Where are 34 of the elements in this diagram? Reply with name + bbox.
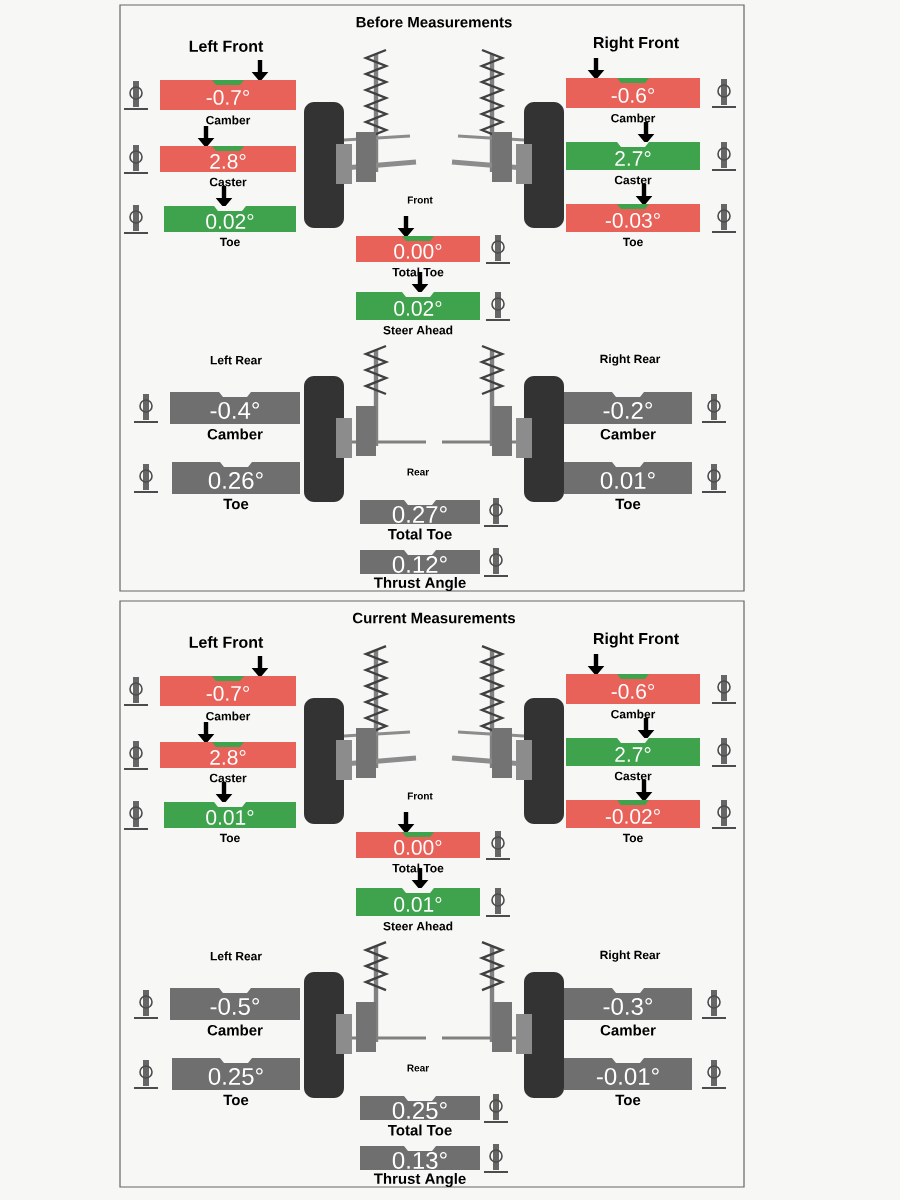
gauge-bar: 0.02° xyxy=(356,292,480,320)
gauge-bar: 0.02° xyxy=(164,206,296,232)
gauge-bar: 0.01° xyxy=(164,802,296,828)
section-heading: Left Front xyxy=(189,40,264,52)
gauge-bar: 0.12° xyxy=(360,550,480,574)
gauge-bar: 0.01° xyxy=(356,888,480,916)
report-panel xyxy=(119,4,745,592)
gauge-bar: -0.5° xyxy=(170,988,300,1020)
gauge-bar: 0.26° xyxy=(172,462,300,494)
gauge-bar: 0.27° xyxy=(360,500,480,524)
gauge-bar: 0.00° xyxy=(356,236,480,262)
gauge-bar: 2.7° xyxy=(566,142,700,170)
gauge-bar: 0.13° xyxy=(360,1146,480,1170)
gauge-bar: 0.00° xyxy=(356,832,480,858)
gauge-bar: -0.4° xyxy=(170,392,300,424)
report-panel xyxy=(119,600,745,1188)
gauge-bar: -0.02° xyxy=(566,800,700,828)
section-heading: Right Front xyxy=(593,36,679,52)
gauge-bar: 2.8° xyxy=(160,742,296,768)
gauge-bar: -0.2° xyxy=(564,392,692,424)
gauge-bar: -0.6° xyxy=(566,674,700,704)
gauge-bar: -0.6° xyxy=(566,78,700,108)
gauge-bar: -0.01° xyxy=(564,1058,692,1090)
gauge-bar: 2.7° xyxy=(566,738,700,766)
section-heading: Left Front xyxy=(189,636,264,648)
gauge-bar: -0.03° xyxy=(566,204,700,232)
gauge-bar: 0.25° xyxy=(360,1096,480,1120)
gauge-bar: 2.8° xyxy=(160,146,296,172)
gauge-bar: 0.25° xyxy=(172,1058,300,1090)
gauge-bar: -0.7° xyxy=(160,676,296,706)
gauge-bar: 0.01° xyxy=(564,462,692,494)
section-heading: Right Front xyxy=(593,632,679,648)
gauge-bar: -0.3° xyxy=(564,988,692,1020)
gauge-bar: -0.7° xyxy=(160,80,296,110)
